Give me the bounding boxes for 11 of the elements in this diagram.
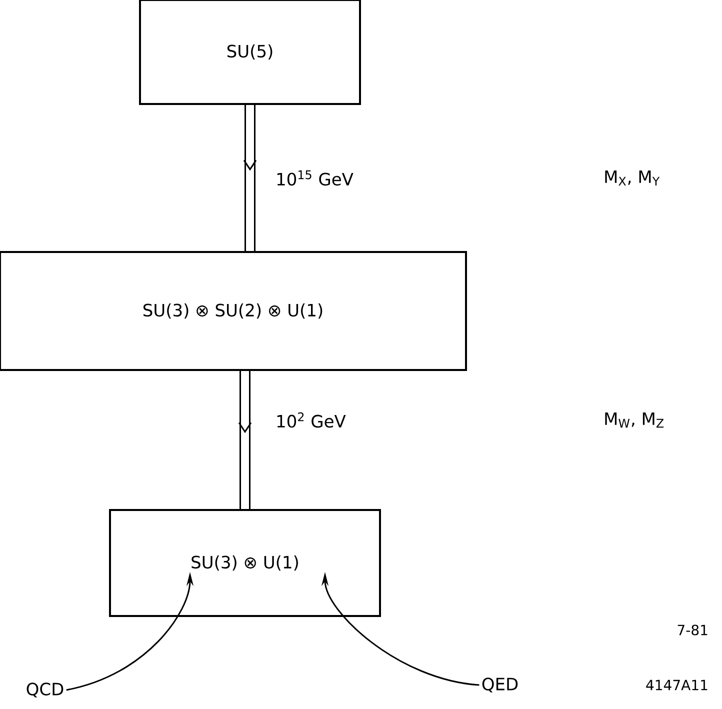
theory-label: QCD bbox=[26, 682, 64, 698]
mass-label: M$_{X}$, M$_{Y}$ bbox=[605, 170, 660, 186]
edge-label: 10$^{2}$ GeV bbox=[277, 412, 346, 428]
edge-label: 10$^{15}$ GeV bbox=[277, 170, 354, 186]
figure-code: 4147A11 bbox=[646, 680, 708, 690]
mass-label: M$_{W}$, M$_{Z}$ bbox=[605, 412, 664, 428]
theory-label: QED bbox=[482, 678, 518, 692]
group-box: SU(3) ⊗ SU(2) ⊗ U(1) bbox=[0, 251, 467, 371]
group-box: SU(3) ⊗ U(1) bbox=[109, 509, 381, 617]
group-box: SU(5) bbox=[139, 0, 361, 105]
figure-code: 7-81 bbox=[678, 624, 708, 636]
